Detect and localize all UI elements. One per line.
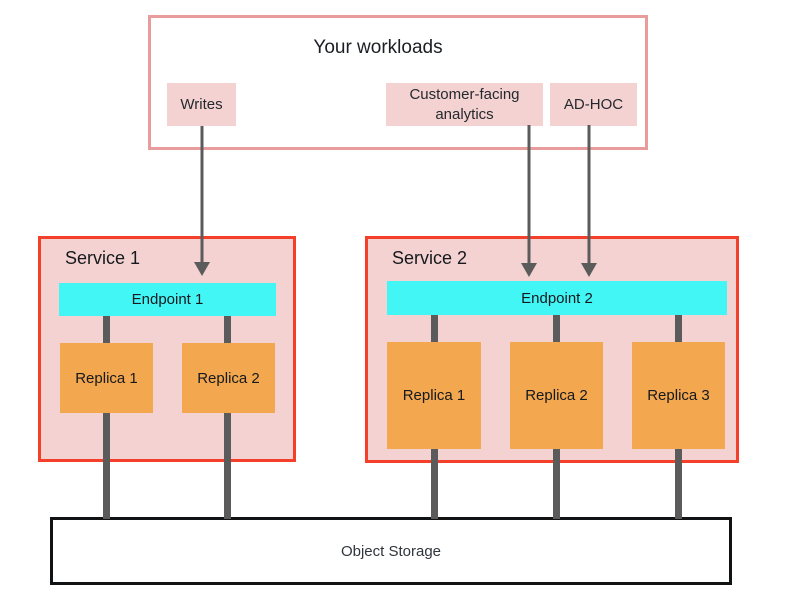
service1-replica-2: Replica 2 xyxy=(182,343,275,413)
pipe-endpoint1-replica1 xyxy=(103,314,110,345)
service2-replica-3: Replica 3 xyxy=(632,342,725,449)
service-1-label: Service 1 xyxy=(65,248,141,268)
service-2-label: Service 2 xyxy=(392,248,468,268)
pipe-endpoint1-replica2 xyxy=(224,314,231,345)
pipe-endpoint2-replica3 xyxy=(675,313,682,344)
arrow-analytics-to-endpoint2 xyxy=(521,125,537,277)
arrow-head-icon xyxy=(521,263,537,277)
service2-replica-2: Replica 2 xyxy=(510,342,603,449)
workload-writes: Writes xyxy=(167,83,236,126)
arrow-writes-to-endpoint1 xyxy=(194,126,210,276)
pipe-s2-replica1-storage xyxy=(431,447,438,519)
object-storage-label: Object Storage xyxy=(340,542,442,560)
endpoint-1: Endpoint 1 xyxy=(59,283,276,316)
object-storage-box: Object Storage xyxy=(50,517,732,585)
pipe-s2-replica2-storage xyxy=(553,447,560,519)
pipe-endpoint2-replica2 xyxy=(553,313,560,344)
workloads-title: Your workloads xyxy=(313,37,443,58)
endpoint-2: Endpoint 2 xyxy=(387,281,727,315)
arrow-head-icon xyxy=(194,262,210,276)
service1-replica-1: Replica 1 xyxy=(60,343,153,413)
arrow-shaft xyxy=(200,126,204,264)
arrow-head-icon xyxy=(581,263,597,277)
workload-customer-facing-analytics: Customer-facing analytics xyxy=(386,83,543,126)
workloads-box: Your workloads Writes Customer-facing an… xyxy=(148,15,648,150)
arrow-adhoc-to-endpoint2 xyxy=(581,125,597,277)
service2-replica-1: Replica 1 xyxy=(387,342,481,449)
pipe-s1-replica1-storage xyxy=(103,411,110,519)
arrow-shaft xyxy=(587,125,591,265)
pipe-s2-replica3-storage xyxy=(675,447,682,519)
pipe-s1-replica2-storage xyxy=(224,411,231,519)
pipe-endpoint2-replica1 xyxy=(431,313,438,344)
workload-ad-hoc: AD-HOC xyxy=(550,83,637,126)
arrow-shaft xyxy=(527,125,531,265)
